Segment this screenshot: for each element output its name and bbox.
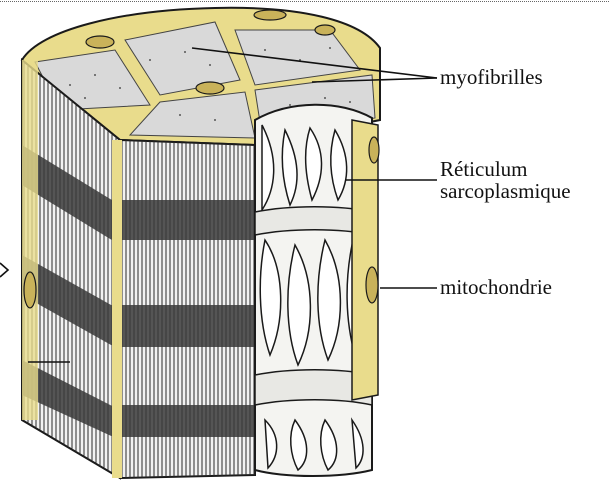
label-mitochondria: mitochondrie	[440, 276, 552, 298]
label-reticulum-line1: Réticulum	[440, 158, 528, 180]
label-myofibrils: myofibrilles	[440, 66, 543, 88]
left-mitochondrion	[24, 272, 36, 308]
right-mitochondrion	[366, 267, 378, 303]
right-mitochondrion-upper	[369, 137, 379, 163]
left-sarcoplasm-strip	[22, 60, 38, 420]
front-sarcoplasm-strip	[112, 140, 122, 478]
left-pointer-chevron	[0, 263, 8, 277]
label-reticulum-line2: sarcoplasmique	[440, 180, 571, 202]
